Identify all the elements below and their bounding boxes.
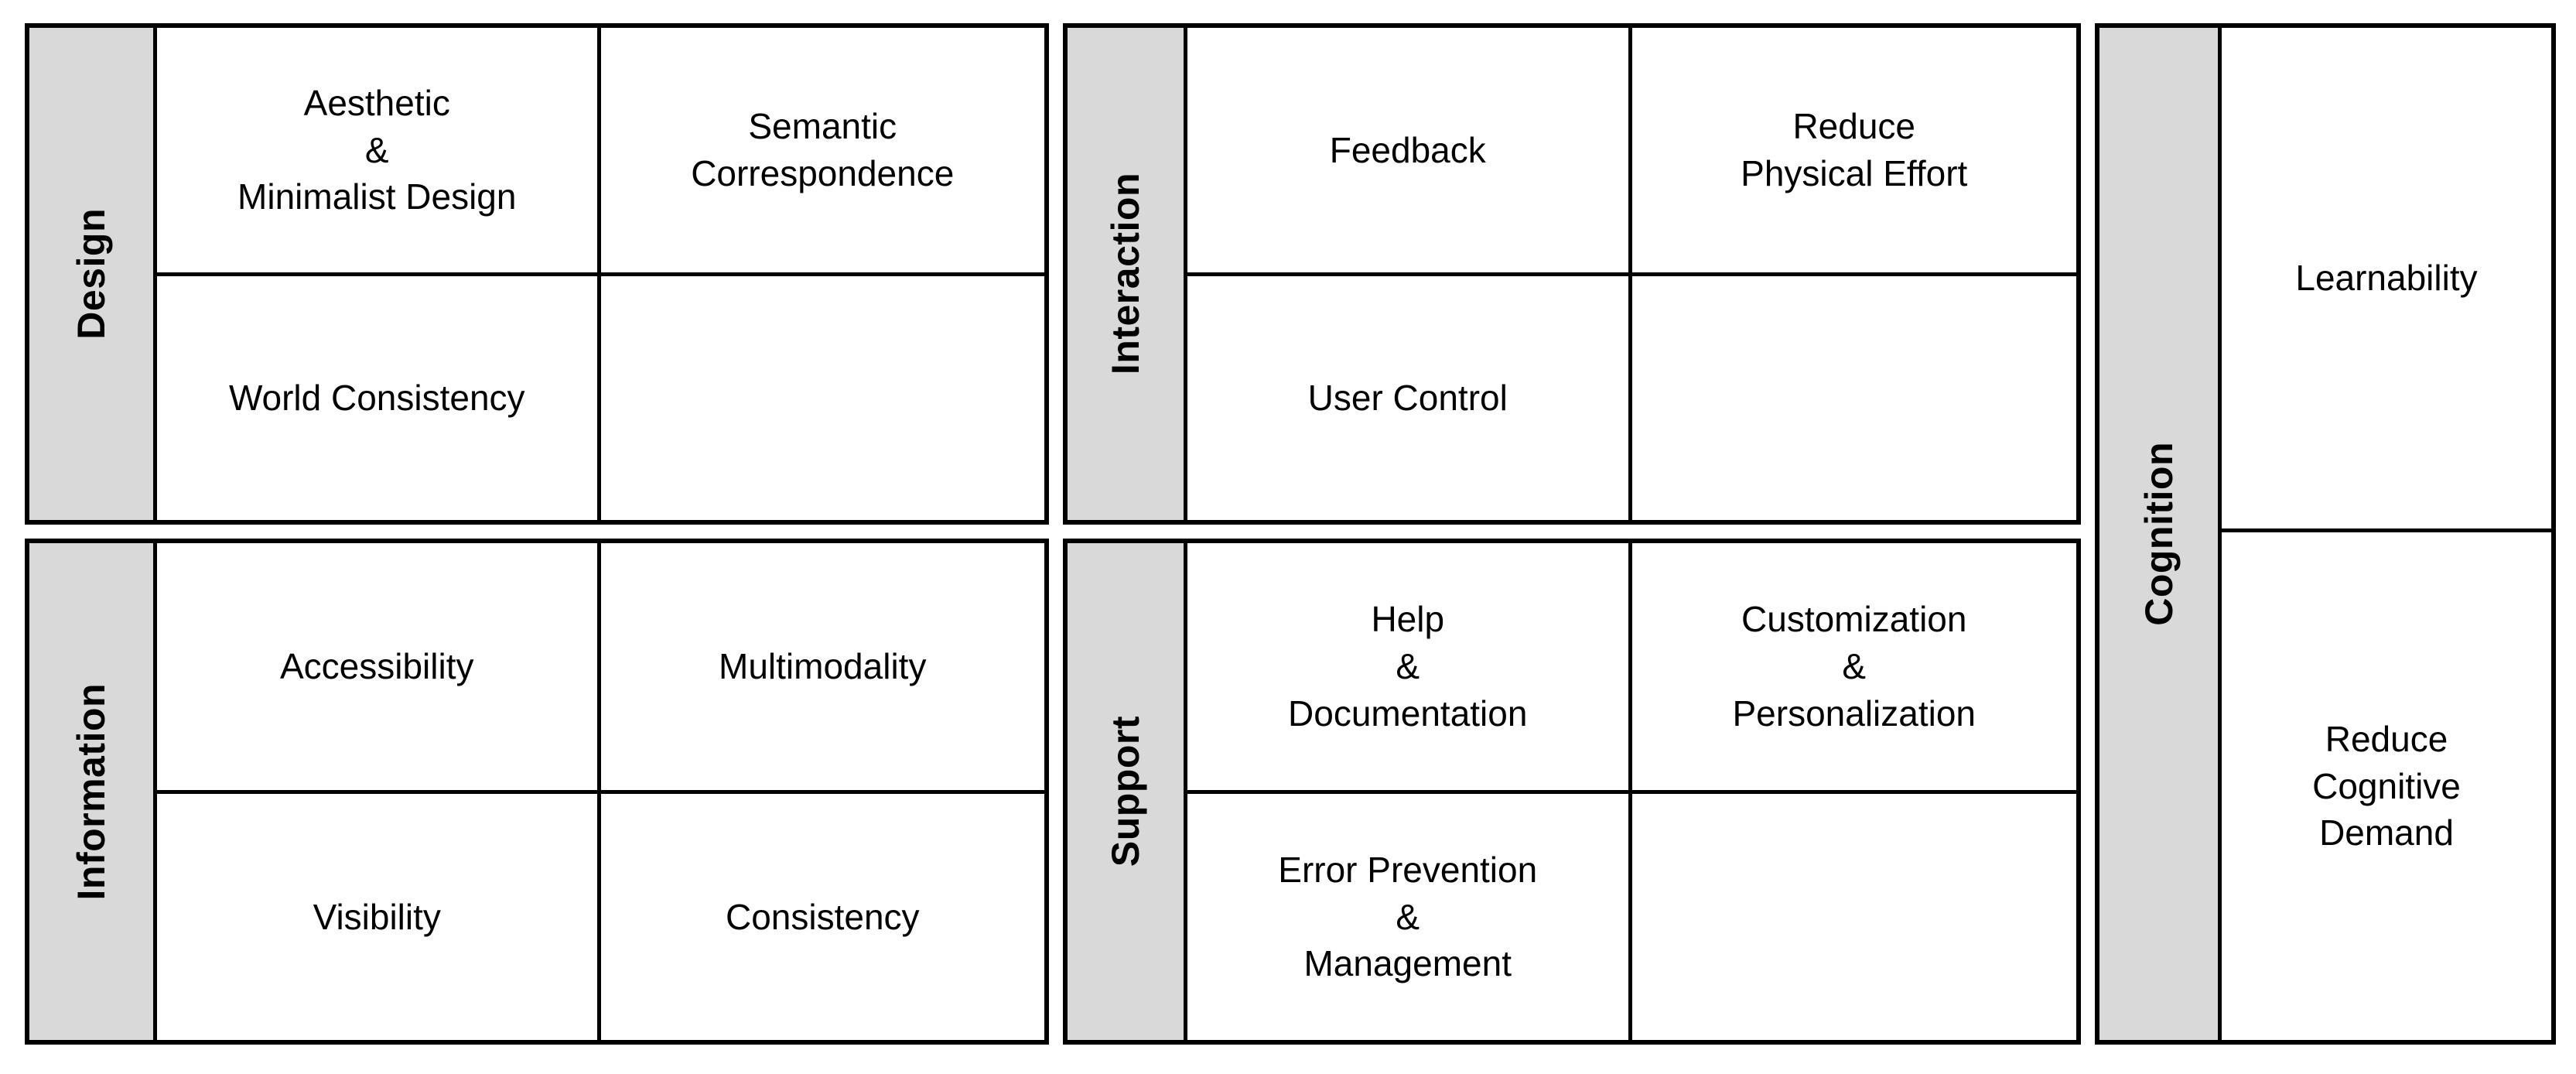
cell-semantic-correspondence: Semantic Correspondence [600,28,1044,276]
cell-interaction-empty [1631,276,2076,520]
group-design-label: Design [70,208,113,340]
cell-feedback: Feedback [1187,28,1632,276]
group-information: Information Accessibility Multimodality … [25,539,1049,1045]
cell-reduce-physical-effort: Reduce Physical Effort [1631,28,2076,276]
group-cognition: Cognition Learnability Reduce Cognitive … [2095,23,2556,1045]
cell-user-control: User Control [1187,276,1632,520]
group-information-label-strip: Information [29,543,157,1040]
group-information-label: Information [70,682,113,901]
cell-accessibility: Accessibility [157,543,601,794]
group-interaction: Interaction Feedback Reduce Physical Eff… [1063,23,2081,525]
cell-design-empty [600,276,1044,520]
cell-customization-personalization: Customization & Personalization [1631,543,2076,794]
group-cognition-label: Cognition [2137,442,2181,626]
cell-aesthetic-minimalist-design: Aesthetic & Minimalist Design [157,28,601,276]
group-support: Support Help & Documentation Customizati… [1063,539,2081,1045]
cell-help-documentation: Help & Documentation [1187,543,1632,794]
group-cognition-label-strip: Cognition [2099,28,2222,1040]
cell-multimodality: Multimodality [600,543,1044,794]
cell-error-prevention-management: Error Prevention & Management [1187,794,1632,1040]
cell-reduce-cognitive-demand: Reduce Cognitive Demand [2222,532,2551,1040]
cell-world-consistency: World Consistency [157,276,601,520]
group-support-label-strip: Support [1068,543,1187,1040]
group-interaction-label-strip: Interaction [1068,28,1187,520]
cell-consistency: Consistency [600,794,1044,1040]
cell-visibility: Visibility [157,794,601,1040]
cell-support-empty [1631,794,2076,1040]
group-support-label: Support [1104,716,1147,867]
group-design: Design Aesthetic & Minimalist Design Sem… [25,23,1049,525]
cell-learnability: Learnability [2222,28,2551,532]
group-design-label-strip: Design [29,28,157,520]
group-interaction-label: Interaction [1104,173,1147,375]
